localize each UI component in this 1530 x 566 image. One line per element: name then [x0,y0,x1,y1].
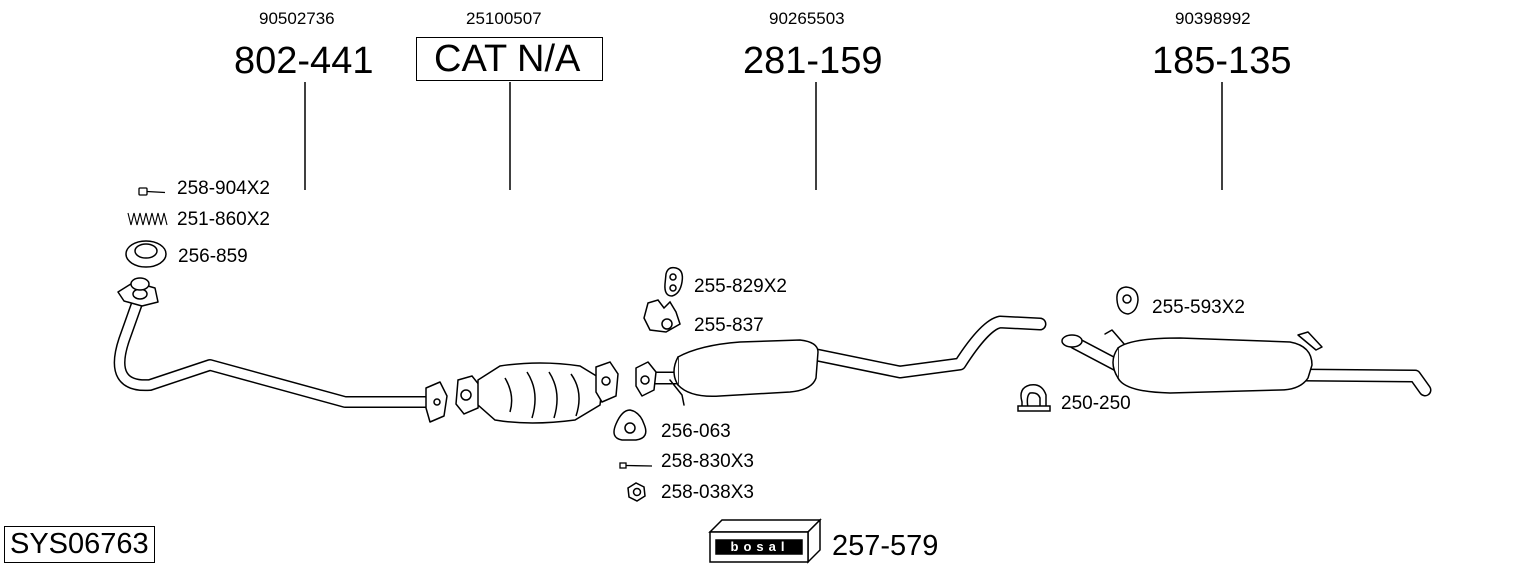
kit-part-number: 257-579 [832,530,939,562]
system-code: SYS06763 [4,526,155,563]
bolt-icon [138,187,166,196]
label-258-830: 258-830X3 [661,451,754,472]
oem-number-1: 90502736 [259,9,335,28]
oem-number-4: 90398992 [1175,9,1251,28]
rear-silencer [1061,329,1432,397]
part-number-middle-silencer: 281-159 [743,40,883,82]
rubber-mount-rear-icon [1116,286,1139,315]
part-number-front-pipe: 802-441 [234,40,374,82]
oem-number-3: 90265503 [769,9,845,28]
bosal-logo-text: bosal [730,539,790,554]
pipe-clamp-icon [1017,383,1051,412]
label-255-837: 255-837 [694,315,764,336]
front-pipe [113,277,448,423]
hex-nut-icon [627,482,646,502]
spring-icon [127,212,168,226]
front-pipe-flange [117,277,159,307]
long-bolt-icon [619,462,653,469]
label-258-904: 258-904X2 [177,178,270,199]
part-number-catalyst: CAT N/A [416,37,603,81]
hanger-bracket-icon [643,299,681,333]
label-256-859: 256-859 [178,246,248,267]
oem-number-2: 25100507 [466,9,542,28]
catalytic-converter [455,361,619,424]
middle-silencer [635,315,1047,406]
label-255-593: 255-593X2 [1152,297,1245,318]
label-258-038: 258-038X3 [661,482,754,503]
label-250-250: 250-250 [1061,393,1131,414]
label-255-829: 255-829X2 [694,276,787,297]
triangular-gasket-icon [613,409,647,441]
bosal-logo-box [708,518,822,564]
label-256-063: 256-063 [661,421,731,442]
front-pipe-rear-flange [425,381,448,423]
rubber-mount-icon [664,266,684,297]
leader-lines [304,82,1223,190]
part-number-rear-silencer: 185-135 [1152,40,1292,82]
label-251-860: 251-860X2 [177,209,270,230]
ring-gasket-icon [125,240,167,268]
